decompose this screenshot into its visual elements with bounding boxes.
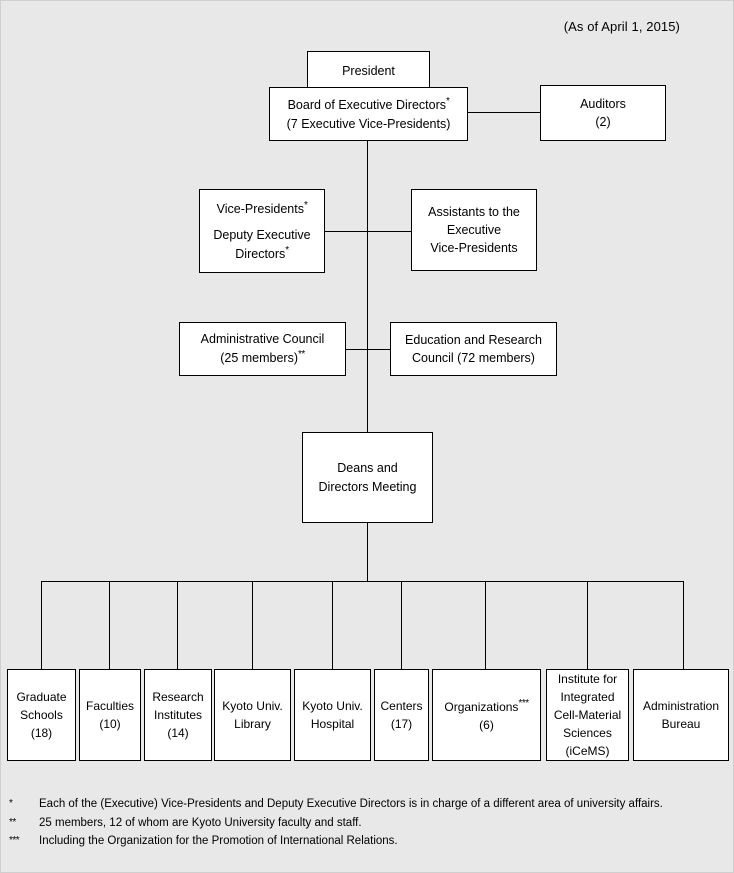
node-administrative-council[interactable]: Administrative Council (25 members)** [179, 322, 346, 376]
node-organizations-label-line1: Organizations*** [444, 698, 529, 714]
node-auditors-label-line2: (2) [595, 115, 611, 129]
node-auditors-label-line1: Auditors [580, 96, 626, 111]
node-kyoto-univ-hospital-label-line1: Kyoto Univ. [302, 699, 363, 713]
node-faculties[interactable]: Faculties (10) [79, 669, 141, 761]
node-centers-label-line2: (17) [390, 717, 413, 731]
node-administrative-council-label-line2: (25 members)** [220, 349, 305, 366]
node-education-and-research-council[interactable]: Education and Research Council (72 membe… [390, 322, 557, 376]
node-education-council-label-line2: Council (72 members) [412, 351, 535, 365]
footnote-row: *** Including the Organization for the P… [1, 833, 733, 850]
node-icems-label-line1: Institute for [557, 672, 618, 686]
node-board-label-line1: Board of Executive Directors* [287, 96, 450, 113]
connector-drop-icems [587, 581, 588, 669]
connector-drop-faculties [109, 581, 110, 669]
node-faculties-label-line1: Faculties [85, 699, 135, 713]
node-centers-label-line1: Centers [380, 699, 423, 713]
as-of-date: (As of April 1, 2015) [563, 19, 680, 34]
node-organizations[interactable]: Organizations*** (6) [432, 669, 541, 761]
node-kyoto-univ-library-label-line1: Kyoto Univ. [222, 699, 283, 713]
connector-drop-research-institutes [177, 581, 178, 669]
node-administrative-council-label-line1: Administrative Council [200, 332, 325, 347]
connector-spine-to-assistants [367, 231, 412, 232]
node-icems-label-line4: Sciences [563, 726, 612, 740]
connector-vice-presidents-to-spine [324, 231, 368, 232]
node-icems-label-line2: Integrated [560, 690, 615, 704]
footnote-marker: * [303, 199, 308, 211]
node-deans-and-directors-meeting[interactable]: Deans and Directors Meeting [302, 432, 433, 523]
node-kyoto-univ-hospital[interactable]: Kyoto Univ. Hospital [294, 669, 371, 761]
connector-drop-centers [401, 581, 402, 669]
node-administration-bureau-label-line1: Administration [642, 699, 720, 713]
connector-bottom-bus [41, 581, 684, 582]
node-administration-bureau-label-line2: Bureau [661, 717, 701, 731]
node-president-label: President [342, 63, 395, 78]
footnote-marker: *** [518, 698, 529, 709]
node-president[interactable]: President [307, 51, 430, 91]
node-assistants-label-line1: Assistants to the [428, 204, 520, 219]
node-graduate-schools-label-line2: Schools [20, 708, 63, 722]
node-vice-presidents-label-line2: Deputy Executive [213, 227, 311, 242]
footnote-row: ** 25 members, 12 of whom are Kyoto Univ… [1, 815, 733, 832]
footnote-marker: *** [9, 835, 20, 847]
node-assistants-label-line2: Executive [446, 222, 502, 237]
footnote-marker: * [9, 798, 13, 809]
node-kyoto-univ-hospital-label-line2: Hospital [310, 717, 355, 731]
footnote-row: * Each of the (Executive) Vice-President… [1, 796, 733, 813]
node-graduate-schools-label-line3: (18) [30, 726, 53, 740]
connector-spine-to-education-council [367, 349, 390, 350]
node-board-of-executive-directors[interactable]: Board of Executive Directors* (7 Executi… [269, 87, 468, 141]
footnote-marker: * [446, 96, 450, 108]
connector-drop-kyoto-univ-hospital [332, 581, 333, 669]
footnote-marker: ** [9, 816, 16, 828]
node-assistants-label-line3: Vice-Presidents [430, 241, 518, 256]
node-vice-presidents-label-line3: Directors* [235, 245, 289, 262]
footnote-text: Including the Organization for the Promo… [39, 835, 398, 848]
node-icems-label-line3: Cell-Material [553, 708, 622, 722]
connector-drop-organizations [485, 581, 486, 669]
node-deans-meeting-label-line2: Directors Meeting [318, 479, 417, 494]
node-auditors[interactable]: Auditors (2) [540, 85, 666, 141]
connector-drop-kyoto-univ-library [252, 581, 253, 669]
node-faculties-label-line2: (10) [99, 717, 121, 731]
node-kyoto-univ-library[interactable]: Kyoto Univ. Library [214, 669, 291, 761]
node-icems-label-line5: (iCeMS) [565, 744, 610, 758]
node-kyoto-univ-library-label-line2: Library [234, 717, 271, 731]
footnote-text: Each of the (Executive) Vice-Presidents … [39, 798, 663, 810]
connector-board-to-auditors [468, 112, 540, 113]
node-deans-meeting-label-line1: Deans and [337, 461, 398, 476]
chart-canvas: (As of April 1, 2015) President [1, 1, 733, 791]
footnote-text: 25 members, 12 of whom are Kyoto Univers… [39, 816, 362, 829]
node-vice-presidents[interactable]: Vice-Presidents* Deputy Executive Direct… [199, 189, 325, 273]
node-research-institutes-label-line2: Institutes [153, 708, 203, 722]
connector-administrative-council-to-spine [346, 349, 368, 350]
node-research-institutes-label-line1: Research [152, 690, 204, 704]
footnote-marker: ** [298, 349, 305, 361]
node-research-institutes-label-line3: (14) [167, 726, 189, 740]
node-organizations-label-line2: (6) [479, 718, 494, 732]
connector-drop-administration-bureau [683, 581, 684, 669]
connector-board-to-spine [367, 140, 368, 433]
node-graduate-schools-label-line1: Graduate [16, 690, 67, 704]
node-centers[interactable]: Centers (17) [374, 669, 429, 761]
node-education-council-label-line1: Education and Research [405, 332, 542, 347]
footnote-marker: * [285, 245, 289, 257]
node-vice-presidents-label-line1: Vice-Presidents* [216, 199, 308, 216]
node-assistants-to-executive-vice-presidents[interactable]: Assistants to the Executive Vice-Preside… [411, 189, 537, 271]
connector-deans-to-bus [367, 522, 368, 581]
footnotes: * Each of the (Executive) Vice-President… [1, 796, 733, 852]
connector-drop-graduate-schools [41, 581, 42, 669]
node-board-label-line2: (7 Executive Vice-Presidents) [286, 116, 451, 131]
